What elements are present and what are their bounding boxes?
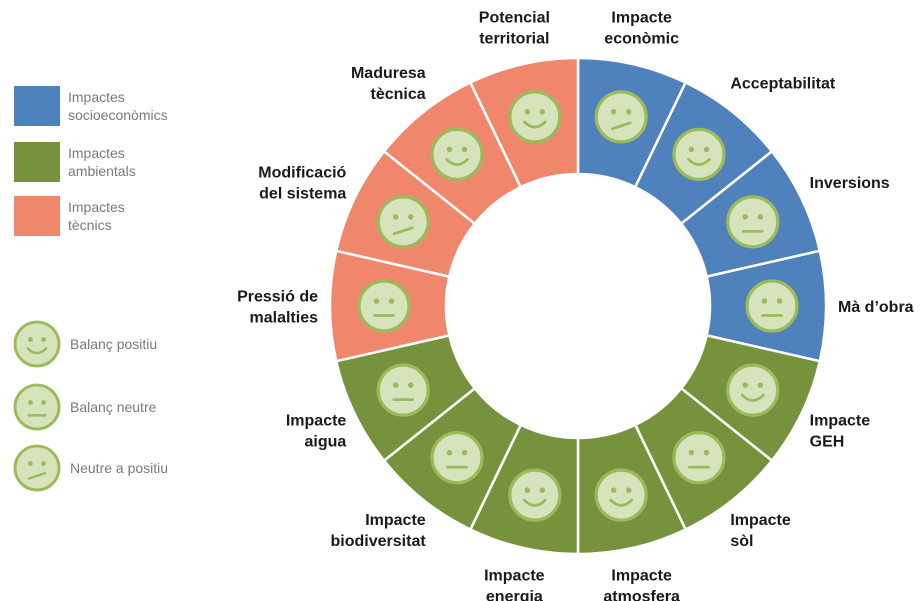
neutral-face-icon [357,279,411,333]
wheel-segment [576,56,688,189]
wheel-segment [705,249,828,363]
legend-item-tech: Impactes tècnics [14,196,125,236]
positive-face-icon [594,468,648,522]
positive-face-icon [726,363,780,417]
legend-label: Impactes [68,89,125,105]
legend-swatch [14,196,60,236]
legend-face-label: Neutre a positiu [70,460,168,476]
neutral-positive-face-icon [594,90,648,144]
segment-label: Mà d’obra [838,299,914,316]
neutral-face-icon [13,383,61,431]
neutral-face-icon [430,431,484,485]
wheel-segment [679,149,822,279]
legend-swatch [14,142,60,182]
wheel-segment [468,423,580,556]
legend-label: ambientals [68,163,136,179]
neutral-positive-face-icon [13,444,61,492]
positive-face-icon [508,468,562,522]
wheel-segment [633,80,774,226]
legend-label: Impactes [68,199,125,215]
legend-swatch [14,86,60,126]
neutral-face-icon [376,363,430,417]
legend-face-positive: Balanç positiu [13,320,157,368]
legend-item-socio: Impactes socioeconòmics [14,86,168,126]
neutral-face-icon [726,195,780,249]
legend-label: Impactes [68,145,125,161]
legend: ImpactessocioeconòmicsImpactesambientals… [13,86,168,492]
wheel-segment [382,386,523,532]
positive-face-icon [508,90,562,144]
segment-label: Acceptabilitat [730,75,836,92]
legend-face-label: Balanç positiu [70,336,157,352]
legend-face-neutral-positive: Neutre a positiu [13,444,168,492]
segment-label: Inversions [810,175,890,192]
legend-face-label: Balanç neutre [70,399,157,415]
neutral-face-icon [672,431,726,485]
legend-face-neutral: Balanç neutre [13,383,157,431]
positive-face-icon [13,320,61,368]
wheel-segment [468,56,580,189]
legend-label: socioeconòmics [68,107,168,123]
neutral-positive-face-icon [376,195,430,249]
wheel-segments [328,56,828,556]
positive-face-icon [430,127,484,181]
legend-label: tècnics [68,217,112,233]
wheel-segment [334,333,477,463]
neutral-face-icon [745,279,799,333]
legend-item-env: Impactes ambientals [14,142,136,182]
positive-face-icon [672,127,726,181]
